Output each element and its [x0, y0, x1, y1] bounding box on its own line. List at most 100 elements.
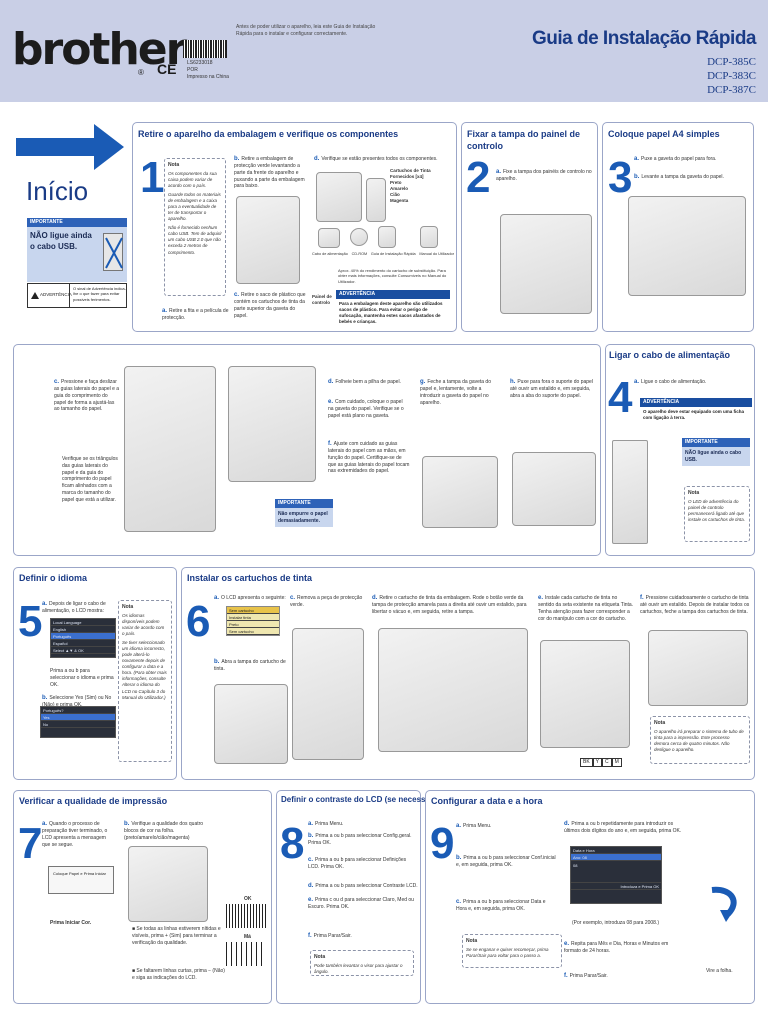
step3-d: d.Folheie bem a pilha de papel.: [328, 379, 401, 385]
lcd-row: English: [51, 626, 115, 633]
step1-warning: ADVERTÊNCIA Para a embalagem deste apare…: [336, 290, 450, 327]
step7-number: 7: [18, 819, 43, 868]
component-labels: Cabo de alimentação CD-ROM Guia de Insta…: [312, 252, 454, 257]
step7-a: a.Quando o processo de preparação tiver …: [42, 821, 108, 848]
step3-g: g.Feche a tampa da gaveta do papel e, le…: [420, 379, 491, 406]
step1-b: b.Retire a embalagem de protecção verde …: [234, 156, 305, 190]
step-text: Abra a tampa do cartucho de tinta.: [214, 659, 286, 673]
step-text: Instale cada cartucho de tinta no sentid…: [538, 595, 634, 622]
lcd-row: Instalar tinta: [227, 614, 279, 621]
step1-c: c.Retire o saco de plástico que contém o…: [234, 292, 306, 319]
lcd-row: Español: [51, 640, 115, 647]
usb-cable-crossed-icon: [103, 232, 123, 271]
step-text: Feche a tampa da gaveta do papel e, lent…: [420, 379, 491, 406]
step3-c: c.Pressione e faça deslizar as guias lat…: [54, 379, 120, 413]
document-code: LS6233018 POR Impresso na China: [187, 60, 229, 81]
lcd-row: Preto: [227, 621, 279, 628]
step9-c: c.Prima a ou b para seleccionar Data e H…: [456, 899, 546, 913]
green-part-illustration: [292, 628, 364, 760]
step2-number: 2: [466, 153, 491, 202]
step2-title: Fixar a tampa do painel de controlo: [467, 129, 581, 152]
confirm-language-lcd: Português? Yes No: [40, 706, 116, 738]
user-manual-icon: [420, 226, 438, 248]
turn-page-arrow-icon: [711, 886, 737, 922]
lcd-row: Sem cartucho: [227, 607, 279, 614]
bad-print-sample: [226, 942, 266, 966]
step-text: Com cuidado, coloque o papel na gaveta d…: [328, 399, 404, 419]
close-cartridge-cover-illustration: [648, 630, 748, 706]
power-plug-illustration: [612, 440, 648, 544]
step8-f: f.Prima Parar/Sair.: [308, 933, 352, 939]
step1-title: Retire o aparelho da embalagem e verifiq…: [138, 129, 399, 139]
note-label: Nota: [168, 162, 180, 168]
cartridge-item: Amarelo: [390, 186, 409, 192]
step3-h: h.Puxe para fora o suporte do papel até …: [510, 379, 593, 399]
bullet-text: Se todas as linhas estiverem nítidas e v…: [132, 926, 221, 946]
step-text: Retire o cartucho de tinta da embalagem.…: [372, 595, 527, 615]
important-label: IMPORTANTE: [275, 499, 333, 508]
registered-mark: ®: [138, 68, 144, 77]
step3-c-check: Verifique se os triângulos das guias lat…: [62, 456, 118, 503]
step7-b: b.Verifique a qualidade dos quatro bloco…: [124, 821, 204, 841]
step-text: Prima a ou b para seleccionar Data e Hor…: [456, 899, 546, 913]
paper-guides-illustration: [124, 366, 216, 532]
step-text: Ligue o cabo de alimentação.: [641, 379, 707, 385]
step7-title: Verificar a qualidade de impressão: [19, 796, 168, 806]
step1-number: 1: [140, 153, 165, 202]
step5-number: 5: [18, 597, 43, 646]
component-label: Manual do Utilizador: [419, 252, 454, 256]
step-text: Prima Menu.: [315, 821, 344, 827]
start-title: Início: [26, 176, 89, 206]
ink-cartridges-illustration: [366, 178, 386, 222]
step9-a: a.Prima Menu.: [456, 823, 492, 829]
warning-legend-text: O sinal de Advertência indica-lhe o que …: [73, 286, 126, 302]
lcd-row: Sem cartucho: [227, 628, 279, 635]
step3-important: IMPORTANTE Não empurre o papel demasiada…: [275, 499, 333, 528]
step-text: Verifique se estão presentes todos os co…: [321, 156, 438, 162]
language-lcd: Local Language English Português Español…: [50, 618, 116, 658]
page-title: Guia de Instalação Rápida: [531, 28, 757, 49]
step6-number: 6: [186, 597, 211, 646]
paper-support-illustration: [512, 452, 596, 526]
important-text: NÃO ligue ainda o cabo USB.: [30, 230, 92, 251]
step-text: Prima Menu.: [463, 823, 492, 829]
important-label: IMPORTANTE: [27, 218, 127, 227]
step-text: Prima a ou b repetidamente para introduz…: [564, 821, 682, 835]
lcd-row: Select ▲▼ & OK: [51, 647, 115, 654]
step-text: Prima c ou d para seleccionar Claro, Med…: [308, 897, 414, 911]
step3-a: a.Puxe a gaveta do papel para fora.: [634, 156, 717, 162]
lcd-row: Data e Hora: [571, 847, 661, 854]
open-cover-illustration: [214, 684, 288, 764]
note-item: Guarde todos os materiais de embalagem e…: [168, 191, 221, 222]
step-text: Repita para Mês e Dia, Horas e Minutos e…: [564, 941, 669, 955]
warning-text: Para a embalagem deste aparelho são util…: [339, 300, 443, 324]
code-line: Impresso na China: [187, 74, 229, 80]
model-name: DCP-383C: [707, 69, 756, 82]
step-text: Puxe a gaveta do papel para fora.: [641, 156, 717, 162]
step4-warning: ADVERTÊNCIA O aparelho deve estar equipa…: [640, 398, 752, 423]
lcd-row: 08: [571, 861, 661, 883]
step4-number: 4: [608, 373, 633, 422]
cartridge-colour-labels: BK Y C M: [580, 758, 622, 767]
step-text: Folheie bem a pilha de papel.: [335, 379, 401, 385]
step3-f: f.Ajuste com cuidado as guias laterais d…: [328, 441, 410, 475]
step-text: Pressione e faça deslizar as guias later…: [54, 379, 120, 413]
step7-bullet1: ■ Se todas as linhas estiverem nítidas e…: [132, 926, 221, 946]
paper-stack-illustration: [228, 366, 316, 482]
warning-text: O aparelho deve estar equipado com uma f…: [643, 408, 745, 420]
colour-label: Y: [592, 758, 603, 767]
colour-label: M: [611, 758, 622, 767]
step5-title: Definir o idioma: [19, 573, 88, 583]
step4-important: IMPORTANTE NÃO ligue ainda o cabo USB.: [682, 438, 750, 467]
lcd-row: Introduza e Prima OK: [571, 883, 661, 890]
step-text: Prima a ou b para seleccionar Definições…: [308, 857, 407, 871]
control-panel-cover-illustration: [500, 214, 592, 314]
warning-legend-label: ADVERTÊNCIA: [28, 284, 72, 307]
quick-setup-guide-icon: [378, 226, 396, 248]
step9-example: (Por exemplo, introduza 08 para 2008.): [572, 920, 659, 926]
barcode: [183, 40, 227, 58]
warning-label: ADVERTÊNCIA: [640, 398, 752, 407]
date-time-lcd: Data e Hora Ano: 08 08 Introduza e Prima…: [570, 846, 662, 904]
step8-a: a.Prima Menu.: [308, 821, 344, 827]
step3-number: 3: [608, 153, 633, 202]
